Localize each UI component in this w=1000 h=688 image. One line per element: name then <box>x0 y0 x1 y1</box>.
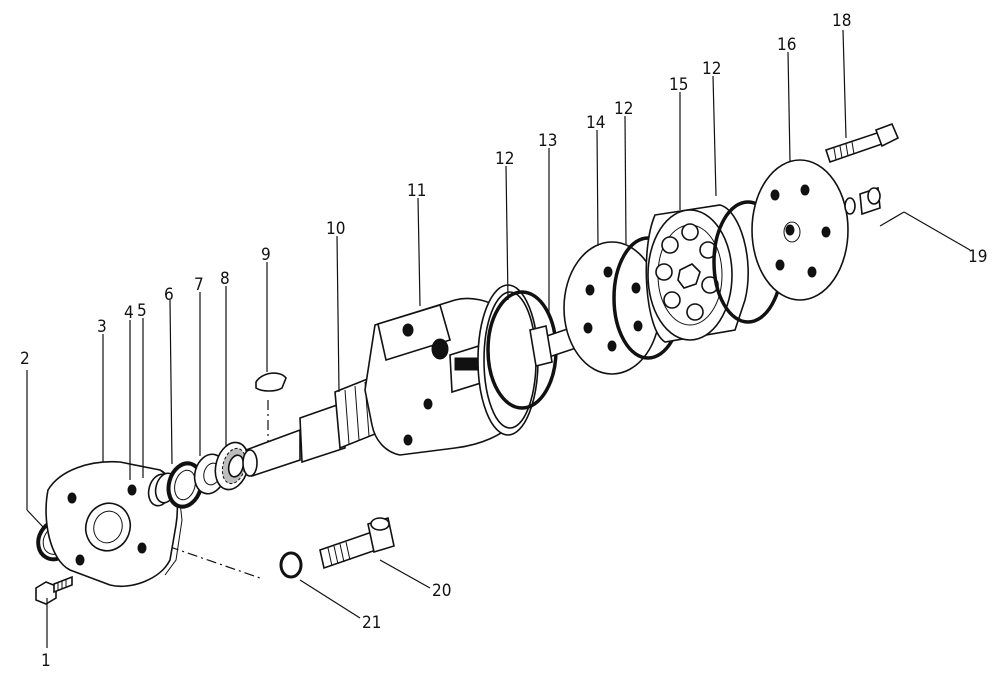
label-part-12c: 12 <box>702 59 721 79</box>
part-3-flange <box>45 460 183 587</box>
label-part-8: 8 <box>220 269 230 289</box>
leader-lines <box>26 29 971 648</box>
label-part-20: 20 <box>432 581 451 601</box>
part-16-end-cover <box>751 159 849 301</box>
part-18-bolt <box>824 122 900 164</box>
label-part-13: 13 <box>538 131 557 151</box>
part-9-key <box>255 372 287 392</box>
part-21-washer <box>279 551 303 579</box>
callout-labels: 1 2 3 4 5 6 7 8 9 10 11 12 13 14 12 15 1… <box>20 11 987 671</box>
label-part-12b: 12 <box>614 99 633 119</box>
label-part-7: 7 <box>194 275 204 295</box>
label-part-18: 18 <box>832 11 851 31</box>
label-part-4: 4 <box>124 303 134 323</box>
part-15-gerotor <box>645 204 749 343</box>
label-part-9: 9 <box>261 245 271 265</box>
label-part-11: 11 <box>407 181 426 201</box>
part-19-plug <box>844 186 881 216</box>
label-part-15: 15 <box>669 75 688 95</box>
part-14-plate <box>563 241 661 375</box>
label-part-6: 6 <box>164 285 174 305</box>
label-part-12a: 12 <box>495 149 514 169</box>
label-part-14: 14 <box>586 113 605 133</box>
label-part-3: 3 <box>97 317 107 337</box>
part-20-bolt <box>319 516 395 570</box>
label-part-16: 16 <box>777 35 796 55</box>
label-part-1: 1 <box>41 651 51 671</box>
part-1-bolt <box>35 575 73 605</box>
label-part-2: 2 <box>20 349 30 369</box>
label-part-5: 5 <box>137 301 147 321</box>
label-part-21: 21 <box>362 613 381 633</box>
label-part-19: 19 <box>968 247 987 267</box>
part-11-housing <box>364 284 539 456</box>
label-part-10: 10 <box>326 219 345 239</box>
